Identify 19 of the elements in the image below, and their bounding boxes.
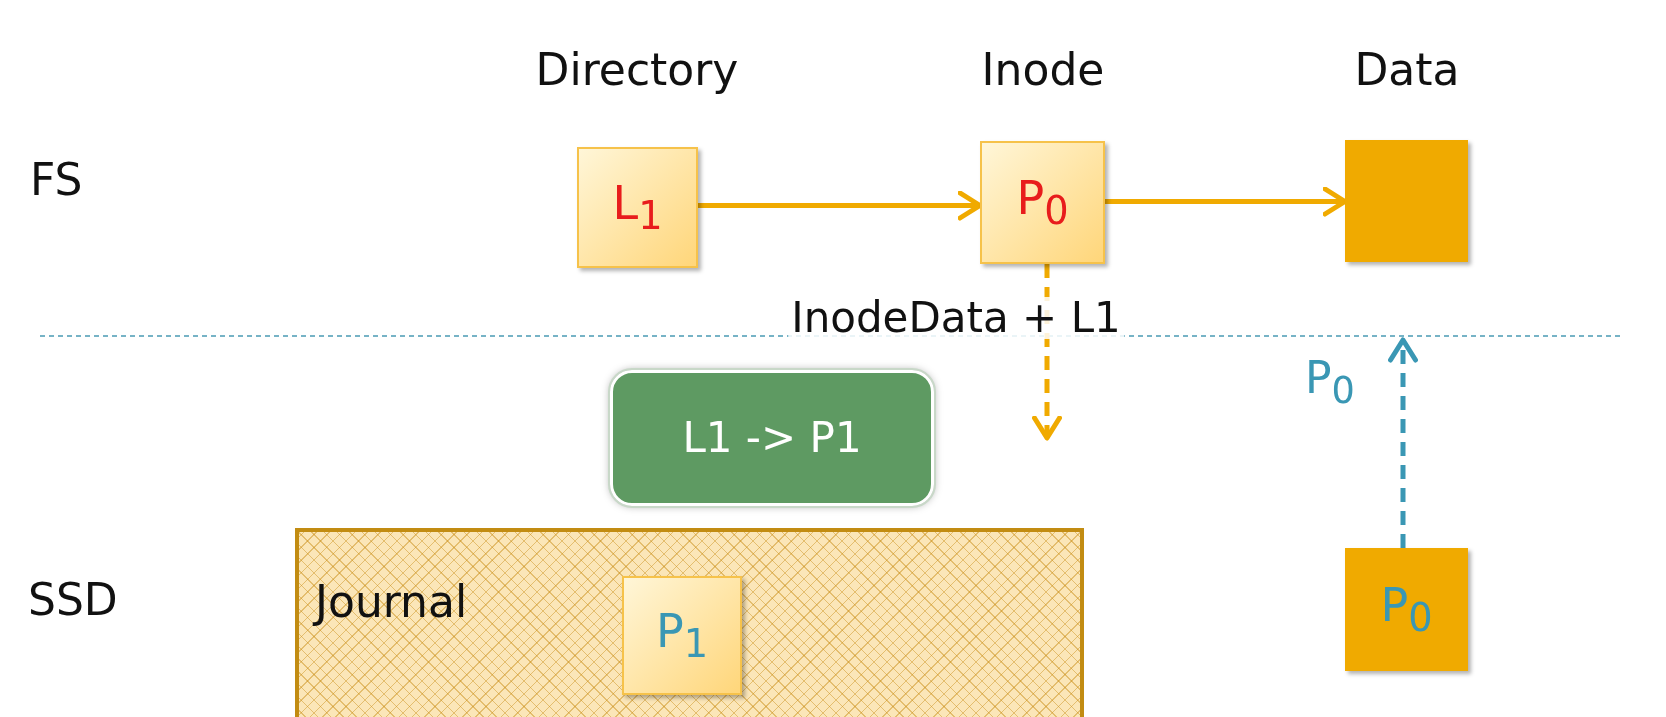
block-box <box>1345 140 1468 262</box>
box-label: P$_{0}$ <box>1016 174 1069 231</box>
arrow <box>1388 337 1418 548</box>
column-heading: Data <box>1354 48 1460 92</box>
node-box <box>980 141 1105 264</box>
node-box <box>622 576 742 695</box>
layer-label: FS <box>30 158 83 202</box>
node-box <box>577 147 698 268</box>
mapping-text: L1 -> P1 <box>682 417 862 459</box>
column-heading: Directory <box>535 48 739 92</box>
mapping-box <box>610 370 934 506</box>
layer-label: SSD <box>28 578 118 622</box>
block-box <box>1345 548 1468 671</box>
journal-area <box>295 528 1084 717</box>
column-heading: Inode <box>981 48 1105 92</box>
box-label: P$_{1}$ <box>655 607 709 664</box>
edge-label: InodeData + L1 <box>788 297 1124 339</box>
box-label: L$_{1}$ <box>612 179 663 236</box>
box-label: P$_{0}$ <box>1380 581 1433 638</box>
